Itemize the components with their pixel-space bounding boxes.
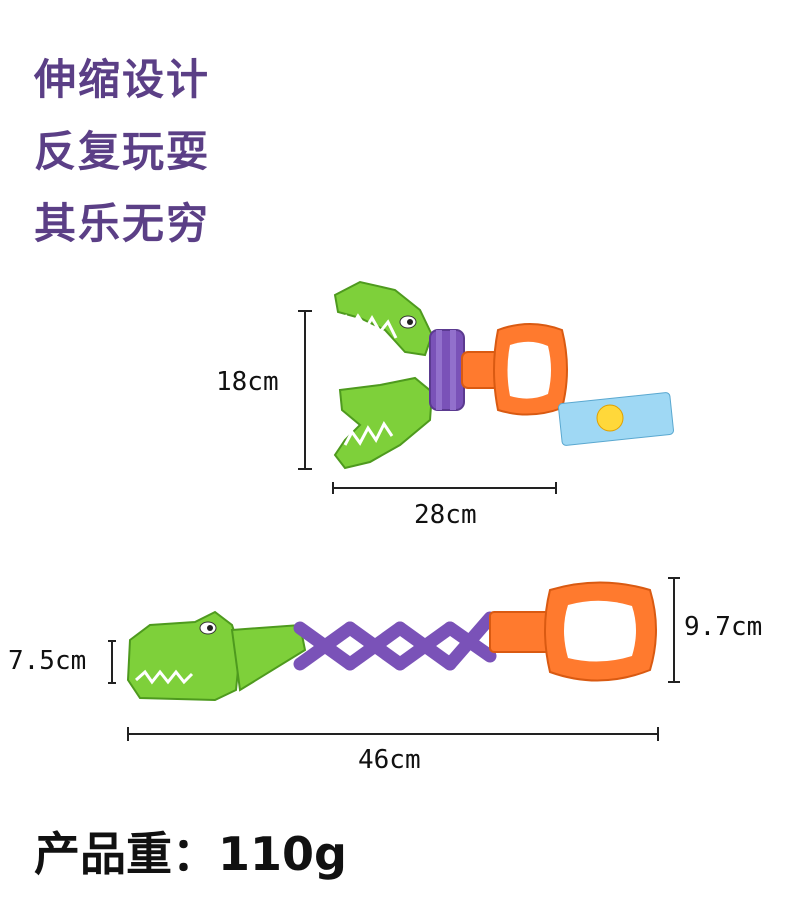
weight-value: 110g [218,827,347,881]
headline-line-3: 其乐无穷 [34,199,211,248]
extended-length-label: 46cm [358,745,421,775]
closed-toy [333,280,674,470]
extended-length-dimension-line [127,727,659,741]
closed-length-label: 28cm [414,500,477,530]
headline-line-2: 反复玩耍 [34,127,211,176]
headline-line-1: 伸缩设计 [34,55,211,104]
closed-height-dimension-line [298,310,312,470]
head-height-dimension-line [108,640,116,684]
closed-length-dimension-line [332,482,557,494]
product-weight: 产品重：110g [34,818,347,884]
weight-label: 产品重： [34,827,218,881]
head-height-label: 7.5cm [8,646,87,676]
closed-height-label: 18cm [216,367,279,397]
handle-height-dimension-line [668,577,680,683]
extended-toy [126,581,657,702]
handle-height-label: 9.7cm [684,612,763,642]
